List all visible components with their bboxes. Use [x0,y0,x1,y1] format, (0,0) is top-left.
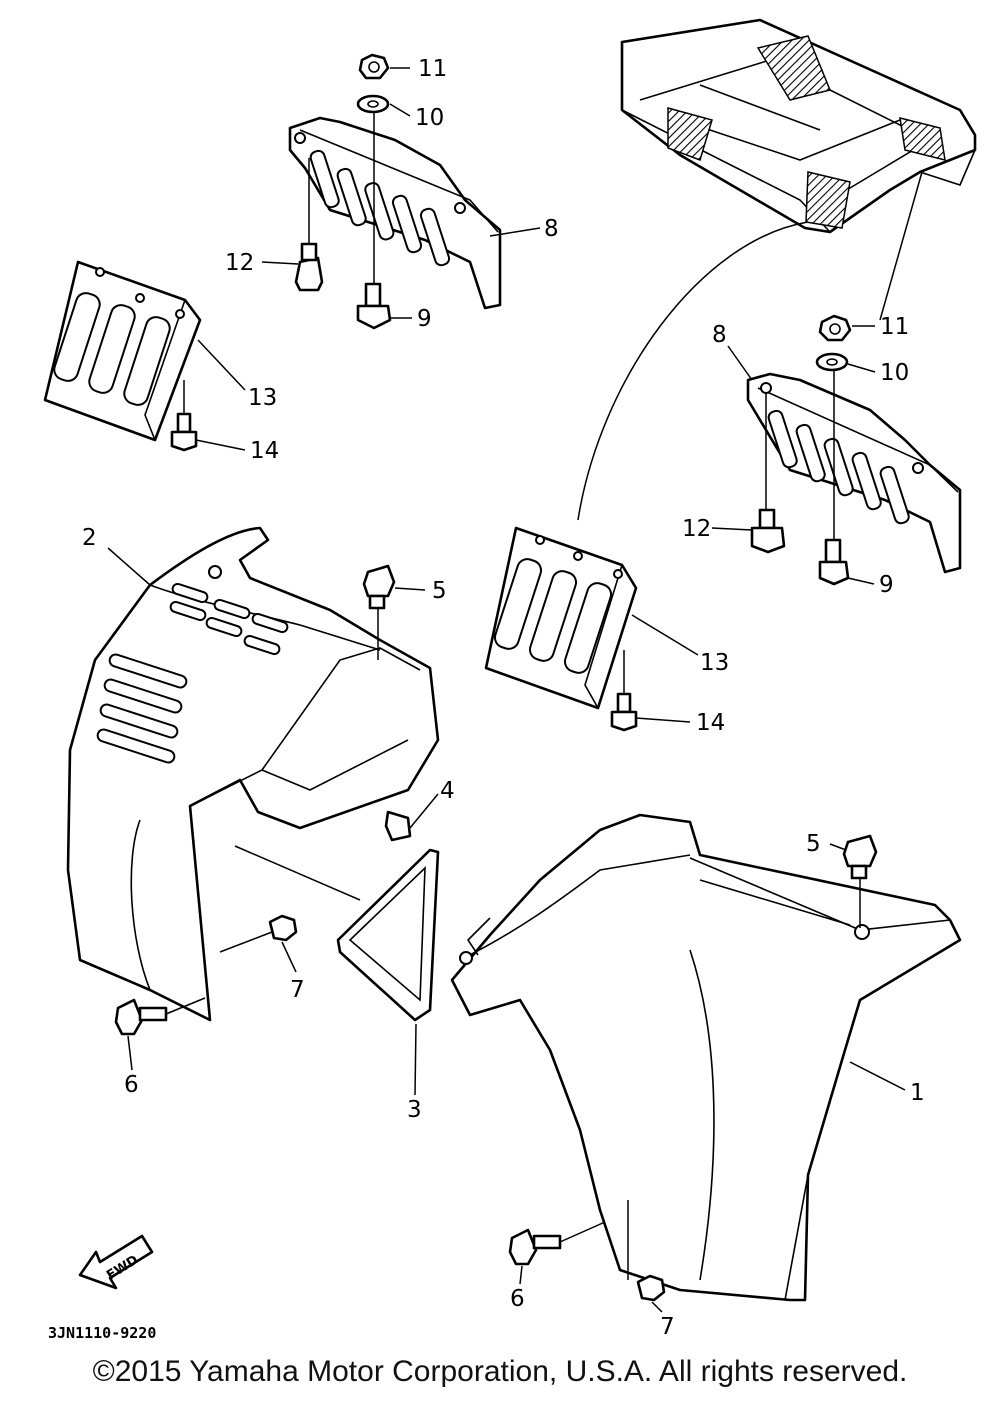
callout-7-left: 7 [290,977,305,1003]
tray-pad-1 [756,35,832,101]
callout-5-upper: 5 [432,578,447,604]
assembly-arrow-1 [577,221,809,521]
clip-4 [384,810,412,842]
callout-8-lower: 8 [712,322,727,348]
callout-14-right: 14 [696,710,725,736]
callout-9-upper: 9 [417,306,432,332]
callout-11-upper: 11 [418,56,447,82]
diagram-code: 3JN1110-9220 [48,1324,156,1342]
callout-11-lower: 11 [880,314,909,340]
washer-10-upper [356,94,390,114]
callout-14-left: 14 [250,438,279,464]
tray-pad-2 [667,107,713,161]
washer-10-lower [815,352,849,372]
callout-2: 2 [82,525,97,551]
callout-1: 1 [910,1080,925,1106]
nut-11-lower [818,314,852,342]
bracket-8-upper [288,116,502,310]
screw-14-left [170,412,198,452]
bolt-5-lower [842,834,878,880]
callout-13-left: 13 [248,385,277,411]
nut-11-upper [358,53,390,80]
callout-12-upper: 12 [225,250,254,276]
screw-6-left [114,998,168,1036]
callout-3: 3 [407,1097,422,1123]
side-cover-1 [450,813,962,1302]
bolt-9-lower [818,538,850,586]
fwd-arrow-icon: FWD [78,1234,154,1290]
side-cover-2 [66,526,440,1022]
nut-7-right [636,1274,666,1302]
nut-7-left [268,914,298,942]
carrier-tray [620,18,977,234]
pad-13-left [43,260,202,442]
callout-5-lower: 5 [806,831,821,857]
screw-6-right [508,1228,562,1266]
panel-3 [336,848,440,1022]
copyright-notice: ©2015 Yamaha Motor Corporation, U.S.A. A… [92,1355,908,1388]
callout-7-right: 7 [660,1314,675,1340]
tray-pad-3 [899,116,946,162]
screw-14-right [610,692,638,732]
callout-6-left: 6 [124,1072,139,1098]
bolt-9-upper [356,282,392,330]
tray-pad-4 [805,171,851,229]
assembly-arrow-2 [879,171,923,321]
callout-6-right: 6 [510,1286,525,1312]
callout-8-upper: 8 [544,216,559,242]
bracket-8-lower [746,372,962,574]
callout-leaders [107,67,906,1313]
callout-10-lower: 10 [880,360,909,386]
bolt-12-lower [750,508,786,554]
bolt-12-upper [294,242,324,292]
callout-4: 4 [440,778,455,804]
callout-12-lower: 12 [682,516,711,542]
pad-13-right [484,526,638,710]
callout-10-upper: 10 [415,105,444,131]
callout-9-lower: 9 [879,572,894,598]
callout-13-right: 13 [700,650,729,676]
bolt-5-upper [362,564,396,610]
